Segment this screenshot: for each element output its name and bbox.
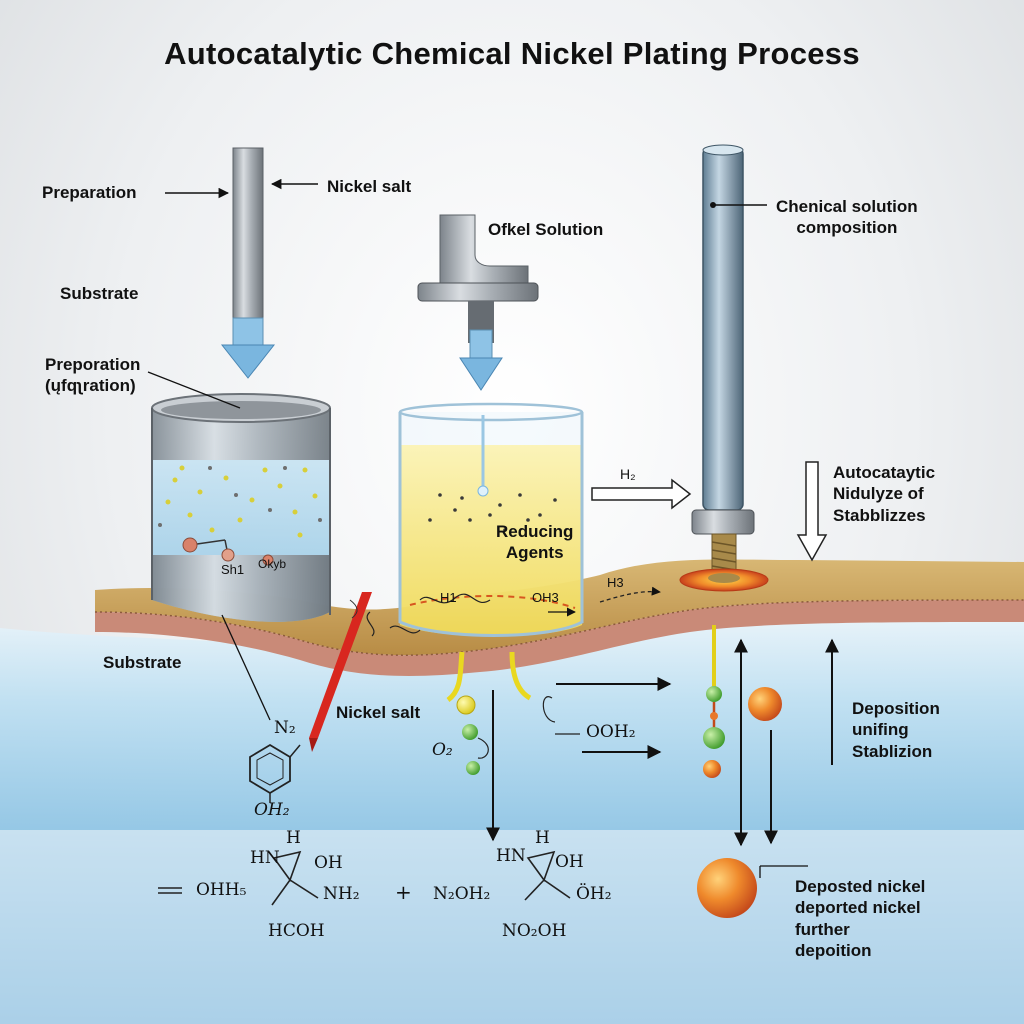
chem-nh2: NH₂ xyxy=(323,884,360,904)
chem-ooh2: OOH₂ xyxy=(586,722,636,742)
chem-hn-left: HN xyxy=(250,848,280,868)
chem-n2: N₂ xyxy=(274,718,296,738)
label-nickel-salt-bottom: Nickel salt xyxy=(336,703,421,722)
label-autocatalytic: Autocataytic Nidulyze of Stabblizzes xyxy=(833,463,936,525)
chem-plus: + xyxy=(395,880,412,904)
beaker-label-sh1: Sh1 xyxy=(221,562,245,577)
chem-oh-left: OH xyxy=(314,853,343,873)
chem-hn-right: HN xyxy=(496,846,526,866)
chem-oh2-ring: OH₂ xyxy=(254,800,290,820)
chem-h-right: H xyxy=(535,828,550,848)
label-nickel-salt-top: Nickel salt xyxy=(327,177,412,196)
chem-o2: O₂ xyxy=(432,740,453,760)
beaker-label-h3: H3 xyxy=(607,575,624,590)
label-preporation: Preporation (ųfqʅration) xyxy=(45,355,141,396)
label-chemical-solution-composition: Chenical solution composition xyxy=(776,197,918,238)
beaker-label-oh3: OH3 xyxy=(532,590,559,605)
chem-no2oh: NO₂OH xyxy=(502,921,567,941)
chem-ohh5: OHH₅ xyxy=(196,880,247,900)
label-reducing-agents: Reducing Agents xyxy=(496,522,574,563)
label-preparation: Preparation xyxy=(42,183,137,202)
label-deposition: Deposition unifing Stablizion xyxy=(852,699,940,761)
chem-n2oh2: N₂OH₂ xyxy=(433,884,491,904)
label-ofkel-solution: Ofkel Solution xyxy=(488,220,604,239)
diagram-title: Autocatalytic Chemical Nickel Plating Pr… xyxy=(164,36,860,71)
label-h2: H₂ xyxy=(620,466,636,482)
chem-h-left: H xyxy=(286,828,301,848)
beaker-label-okyh: Okyb xyxy=(258,557,287,571)
label-substrate-top: Substrate xyxy=(60,284,139,303)
label-substrate-bottom: Substrate xyxy=(103,653,182,672)
chem-ooh2-right: ÖH₂ xyxy=(576,884,612,904)
chem-hcoh: HCOH xyxy=(268,921,325,941)
chem-oh-right: OH xyxy=(555,852,584,872)
beaker-label-h1: H1 xyxy=(440,590,457,605)
label-deposited-nickel: Deposted nickel deported nickel further … xyxy=(795,877,926,960)
